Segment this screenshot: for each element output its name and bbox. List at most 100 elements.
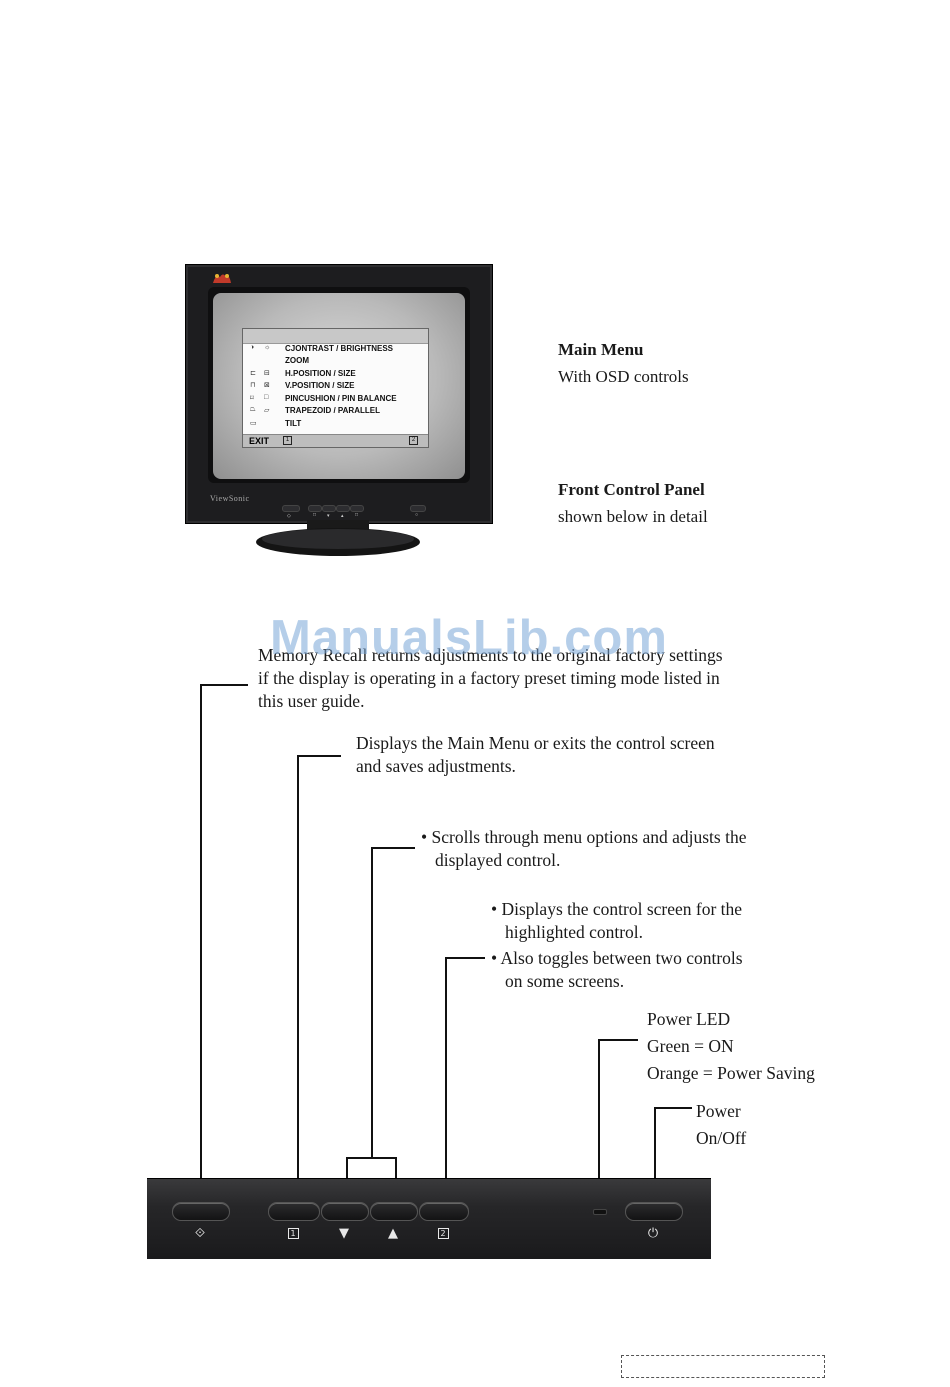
desc-line: and saves adjustments. xyxy=(356,756,516,776)
main-menu-text: With OSD controls xyxy=(558,367,689,386)
manualslib-watermark: ManualsLib.com xyxy=(270,611,668,665)
desc-line: highlighted control. xyxy=(505,922,644,942)
brand-label: ViewSonic xyxy=(210,494,250,503)
desc-line: Power xyxy=(696,1101,741,1121)
desc-line: On/Off xyxy=(696,1128,747,1148)
footer-box xyxy=(621,1355,825,1378)
desc-line: displayed control. xyxy=(435,850,561,870)
desc-line: Displays the Main Menu or exits the cont… xyxy=(356,733,715,753)
v-size-icon: ⊠ xyxy=(264,382,270,389)
desc-line: • Displays the control screen for the xyxy=(491,899,743,919)
mini-down-button xyxy=(322,505,336,512)
leader-line-memory-recall xyxy=(200,684,202,1194)
trapezoid-icon: ⏢ xyxy=(250,406,256,413)
parallel-icon: ▱ xyxy=(264,407,270,414)
desc-line: • Also toggles between two controls xyxy=(491,948,743,968)
mini-control-panel: ◇ □ ▾ ▴ □ ○ xyxy=(282,503,452,519)
osd-item-trapezoid: TRAPEZOID / PARALLEL xyxy=(285,406,380,415)
leader-line-button2-h xyxy=(445,957,485,959)
power-icon: ⏻ xyxy=(647,1226,659,1241)
memory-recall-button[interactable] xyxy=(172,1202,230,1221)
leader-line-power xyxy=(654,1107,656,1194)
osd-key-2: 2 xyxy=(409,436,418,445)
pincushion-icon: ⌑ xyxy=(250,395,254,402)
desc-line: this user guide. xyxy=(258,691,365,711)
down-button[interactable] xyxy=(321,1202,369,1221)
osd-item-pincushion: PINCUSHION / PIN BALANCE xyxy=(285,394,397,403)
desc-line: • Scrolls through menu options and adjus… xyxy=(421,827,747,847)
viewsonic-logo-icon xyxy=(213,274,231,283)
main-menu-title: Main Menu xyxy=(558,340,644,359)
osd-item-h-position-size: H.POSITION / SIZE xyxy=(285,369,356,378)
contrast-icon: ◑ xyxy=(250,344,255,351)
desc-line: Power LED xyxy=(647,1009,731,1029)
mini-button-2 xyxy=(350,505,364,512)
desc-line: on some screens. xyxy=(505,971,625,991)
leader-line-button1-h xyxy=(297,755,341,757)
monitor-stand xyxy=(256,520,420,556)
mini-up-button xyxy=(336,505,350,512)
tilt-icon: ▭ xyxy=(250,420,257,427)
mini-2-icon: □ xyxy=(355,513,359,518)
power-led-description: Power LED Green = ON Orange = Power Savi… xyxy=(647,1006,815,1087)
leader-line-button1 xyxy=(297,755,299,1194)
leader-line-power-h xyxy=(654,1107,692,1109)
mini-down-icon: ▾ xyxy=(327,514,330,519)
power-button-description: Power On/Off xyxy=(696,1098,746,1152)
osd-main-menu: ◑ ☼ CJONTRAST / BRIGHTNESS ZOOM ⊏ ⊟ H.PO… xyxy=(242,328,429,448)
osd-key-1: 1 xyxy=(283,436,292,445)
mini-1-icon: □ xyxy=(313,513,317,518)
leader-line-led-h xyxy=(598,1039,638,1041)
button-1[interactable] xyxy=(268,1202,320,1221)
memory-recall-icon: ⟐ xyxy=(194,1226,206,1241)
leader-line-down xyxy=(346,1157,348,1194)
model-label xyxy=(461,277,462,282)
osd-item-contrast-brightness: CJONTRAST / BRIGHTNESS xyxy=(285,344,394,353)
leader-line-scroll-h xyxy=(371,847,415,849)
desc-line: if the display is operating in a factory… xyxy=(258,668,720,688)
mini-power-button xyxy=(410,505,426,512)
up-arrow-icon: ▲ xyxy=(388,1226,398,1241)
v-position-icon: ⊓ xyxy=(250,382,256,389)
mini-up-icon: ▴ xyxy=(341,514,344,519)
mini-button-1 xyxy=(308,505,322,512)
button-2-icon: 2 xyxy=(433,1228,453,1239)
mini-memory-button xyxy=(282,505,300,512)
mini-memory-icon: ◇ xyxy=(287,514,291,519)
leader-line-scroll-bracket xyxy=(346,1157,397,1159)
power-led xyxy=(593,1209,607,1215)
main-menu-button-description: Displays the Main Menu or exits the cont… xyxy=(356,732,715,778)
leader-line-up xyxy=(395,1157,397,1194)
leader-line-scroll xyxy=(371,847,373,1157)
up-button[interactable] xyxy=(370,1202,418,1221)
pin-balance-icon: □ xyxy=(264,394,269,401)
button-1-label: 1 xyxy=(287,1228,299,1239)
osd-item-tilt: TILT xyxy=(285,419,302,428)
front-control-panel: ⟐ 1 ▼ ▲ 2 ⏻ xyxy=(147,1178,711,1259)
memory-recall-description: Memory Recall returns adjustments to the… xyxy=(258,644,723,713)
osd-exit-label: EXIT xyxy=(249,436,270,446)
down-arrow-icon: ▼ xyxy=(339,1226,349,1241)
front-panel-text: shown below in detail xyxy=(558,507,708,526)
leader-line-led xyxy=(598,1039,600,1194)
desc-line: Memory Recall returns adjustments to the… xyxy=(258,645,723,665)
osd-item-v-position-size: V.POSITION / SIZE xyxy=(285,381,355,390)
button-2-label: 2 xyxy=(437,1228,449,1239)
front-panel-title: Front Control Panel xyxy=(558,480,705,499)
button-1-icon: 1 xyxy=(283,1228,303,1239)
desc-line: Green = ON xyxy=(647,1036,734,1056)
button-2[interactable] xyxy=(419,1202,469,1221)
osd-bottom-bar: EXIT 1 2 xyxy=(243,434,428,447)
h-size-icon: ⊟ xyxy=(264,370,270,377)
power-button[interactable] xyxy=(625,1202,683,1221)
brightness-icon: ☼ xyxy=(264,344,271,351)
scroll-buttons-description: • Scrolls through menu options and adjus… xyxy=(421,826,746,872)
leader-line-button2 xyxy=(445,957,447,1194)
osd-item-zoom: ZOOM xyxy=(285,356,309,365)
h-position-icon: ⊏ xyxy=(250,370,256,377)
osd-title-bar xyxy=(243,329,428,344)
leader-line-memory-recall-h xyxy=(200,684,248,686)
button2-description: • Displays the control screen for the hi… xyxy=(491,898,743,993)
desc-line: Orange = Power Saving xyxy=(647,1063,815,1083)
mini-power-icon: ○ xyxy=(415,513,419,518)
